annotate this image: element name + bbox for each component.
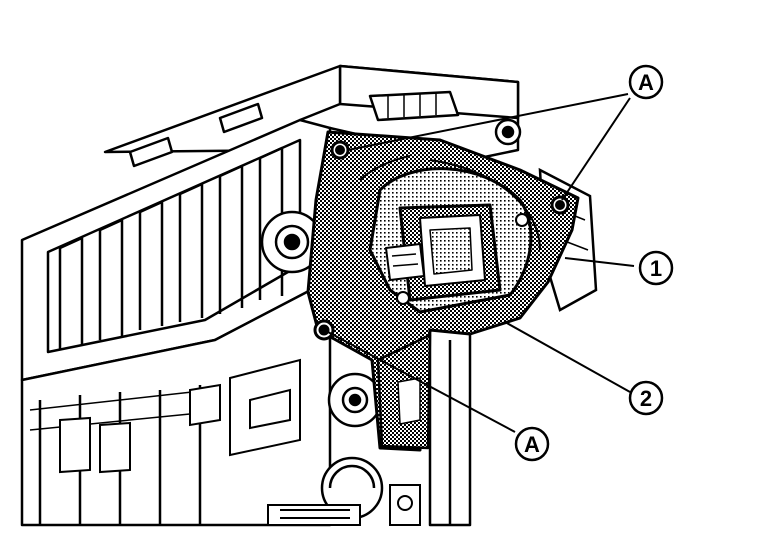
callout-a-bottom: A	[514, 426, 550, 462]
callout-a-bottom-label: A	[524, 432, 540, 457]
callout-two-label: 2	[640, 386, 652, 411]
callout-one: 1	[638, 250, 674, 286]
callout-one-label: 1	[650, 256, 662, 281]
callout-a-top-label: A	[638, 70, 654, 95]
lower-brackets	[59, 358, 421, 526]
leader-lines	[327, 93, 635, 433]
actuator-motor-assembly	[306, 130, 580, 452]
callout-two: 2	[628, 380, 664, 416]
callout-a-top: A	[628, 64, 664, 100]
